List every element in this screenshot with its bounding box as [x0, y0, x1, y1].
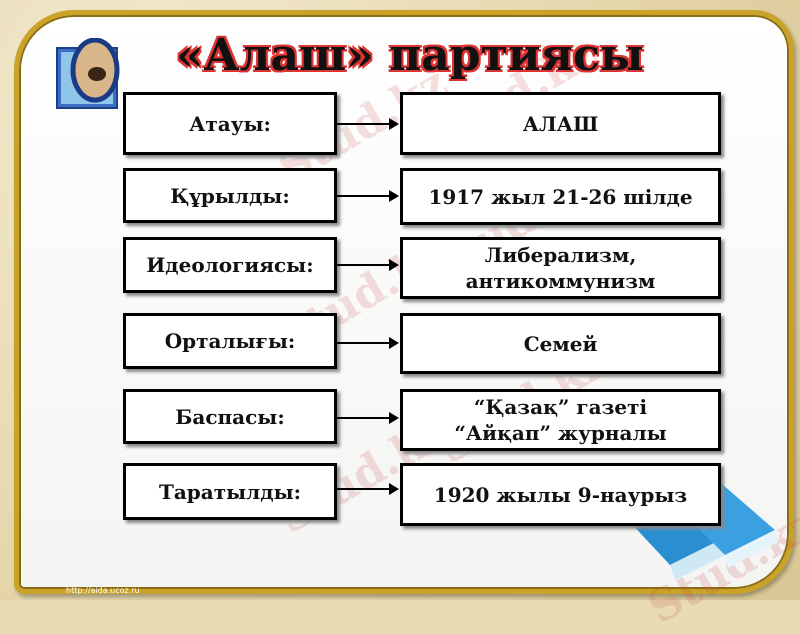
arrow: [337, 118, 399, 130]
footer-url: http://aida.ucoz.ru: [66, 586, 140, 595]
label-box-founded: Құрылды:: [123, 168, 337, 223]
value-box-dissolved: 1920 жылы 9-наурыз: [400, 463, 721, 526]
label-box-center: Орталығы:: [123, 313, 337, 369]
arrow: [337, 412, 399, 424]
value-box-press: “Қазақ” газеті “Айқап” журналы: [400, 389, 721, 451]
label-box-ideology: Идеологиясы:: [123, 237, 337, 293]
value-box-center: Семей: [400, 313, 721, 374]
arrow: [337, 190, 399, 202]
value-box-ideology: Либерализм, антикоммунизм: [400, 237, 721, 299]
value-box-founded: 1917 жыл 21-26 шілде: [400, 168, 721, 225]
label-box-press: Баспасы:: [123, 389, 337, 444]
value-box-name: АЛАШ: [400, 92, 721, 155]
slide-title: «Алаш» партиясы: [176, 30, 644, 81]
arrow: [337, 337, 399, 349]
arrow: [337, 259, 399, 271]
arrow: [337, 483, 399, 495]
adobe-photoshop-album-icon: [56, 38, 120, 109]
label-box-dissolved: Таратылды:: [123, 463, 337, 520]
label-box-name: Атауы:: [123, 92, 337, 155]
